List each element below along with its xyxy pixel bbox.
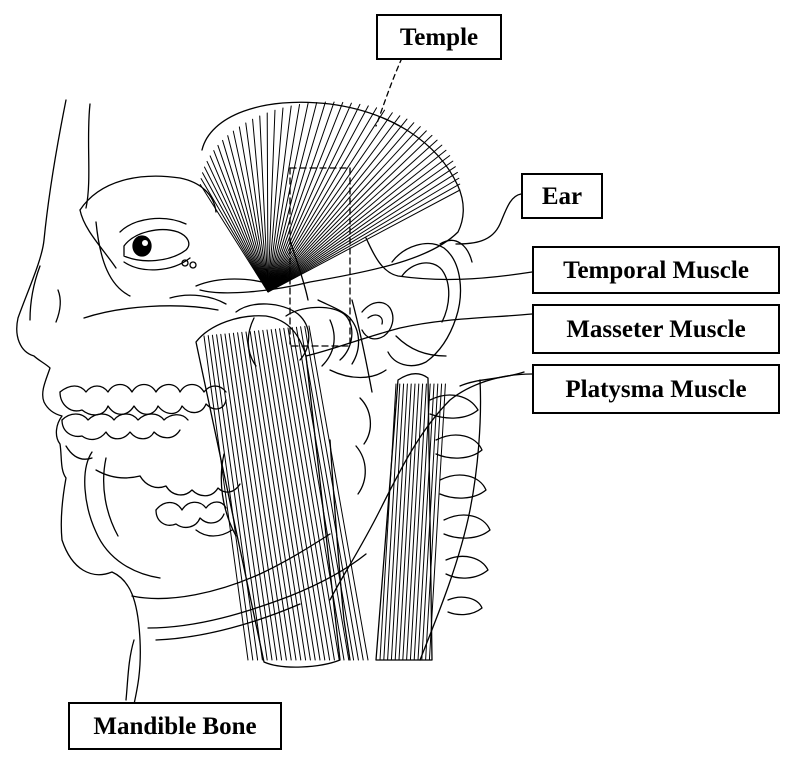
temporal-fiber bbox=[268, 104, 300, 292]
temporal-leader-line bbox=[366, 238, 532, 279]
temporal-fiber bbox=[214, 151, 268, 292]
masseter-fiber bbox=[212, 335, 257, 660]
label-temporal-muscle: Temporal Muscle bbox=[532, 246, 780, 294]
eye bbox=[120, 218, 196, 269]
label-masseter-muscle: Masseter Muscle bbox=[532, 304, 780, 354]
temporal-fiber bbox=[267, 113, 268, 292]
temporal-fiber bbox=[200, 184, 268, 292]
temporal-fiber bbox=[268, 172, 457, 292]
masseter-leader-line bbox=[306, 314, 532, 356]
temporal-fiber bbox=[268, 110, 385, 292]
masseter-fiber bbox=[221, 334, 267, 660]
masseter-fiber bbox=[284, 328, 339, 660]
label-ear: Ear bbox=[521, 173, 603, 219]
temporal-fiber bbox=[207, 161, 268, 292]
temporal-fiber bbox=[233, 131, 268, 292]
masseter-fiber bbox=[292, 328, 349, 660]
ear bbox=[362, 240, 472, 365]
masseter-fiber bbox=[288, 328, 344, 660]
temporal-fiber bbox=[203, 173, 268, 292]
temple-leader-line bbox=[376, 58, 402, 126]
masseter-fiber bbox=[296, 327, 353, 660]
upper-teeth bbox=[60, 385, 226, 440]
label-temple: Temple bbox=[376, 14, 502, 60]
masseter-fiber bbox=[208, 336, 253, 660]
label-mandible-bone: Mandible Bone bbox=[68, 702, 282, 750]
mandible-leader-line bbox=[126, 640, 134, 700]
label-platysma-muscle: Platysma Muscle bbox=[532, 364, 780, 414]
ear-leader-line bbox=[456, 194, 521, 244]
face-outline bbox=[17, 100, 141, 724]
temporal-fiber bbox=[218, 145, 268, 292]
temporal-fiber bbox=[268, 104, 360, 292]
temporal-muscle-fan bbox=[200, 102, 463, 293]
temporal-fiber bbox=[268, 150, 446, 292]
